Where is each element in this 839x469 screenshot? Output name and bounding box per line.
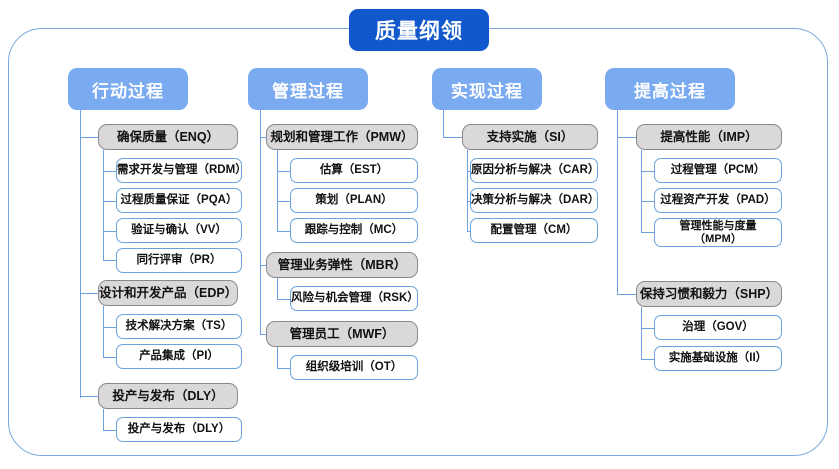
- connector-stub-rdm: [103, 171, 118, 173]
- connector-stub-pad: [641, 201, 656, 203]
- leaf-box-pad[interactable]: 过程资产开发（PAD）: [654, 188, 782, 213]
- connector-stub-ts: [103, 327, 118, 329]
- connector-trunk-col2-g1-children: [277, 150, 279, 231]
- connector-trunk-col4-g1-children: [641, 150, 643, 233]
- leaf-box-dly[interactable]: 投产与发布（DLY）: [116, 417, 242, 442]
- connector-stub-pqa: [103, 201, 118, 203]
- connector-stub-pr: [103, 260, 118, 262]
- leaf-box-est[interactable]: 估算（EST）: [290, 158, 418, 183]
- connector-trunk-col4: [617, 110, 619, 295]
- connector-stub-col1-g2: [80, 293, 100, 295]
- column-header-action-process[interactable]: 行动过程: [68, 68, 188, 110]
- leaf-box-dar[interactable]: 决策分析与解决（DAR）: [470, 188, 599, 213]
- connector-trunk-col1-g2-children: [103, 306, 105, 357]
- connector-stub-pcm: [641, 171, 656, 173]
- leaf-box-ts[interactable]: 技术解决方案（TS）: [116, 314, 242, 339]
- group-box-dly[interactable]: 投产与发布（DLY）: [98, 383, 238, 409]
- connector-trunk-col2-g3-children: [277, 347, 279, 368]
- leaf-box-car[interactable]: 原因分析与解决（CAR）: [470, 158, 599, 183]
- connector-stub-col4-g2: [617, 294, 637, 296]
- leaf-box-ot[interactable]: 组织级培训（OT）: [290, 355, 418, 380]
- leaf-box-rsk[interactable]: 风险与机会管理（RSK）: [290, 286, 419, 311]
- connector-trunk-col1-g1-children: [103, 150, 105, 260]
- connector-stub-pi: [103, 357, 118, 359]
- diagram-title: 质量纲领: [349, 9, 489, 51]
- connector-trunk-col4-g2-children: [641, 307, 643, 359]
- leaf-box-pqa[interactable]: 过程质量保证（PQA）: [116, 188, 242, 213]
- connector-stub-ot: [277, 368, 292, 370]
- connector-stub-vv: [103, 231, 118, 233]
- group-box-enq[interactable]: 确保质量（ENQ）: [98, 124, 238, 150]
- leaf-box-mc[interactable]: 跟踪与控制（MC）: [290, 218, 418, 243]
- connector-stub-dly-child: [103, 430, 118, 432]
- group-box-mwf[interactable]: 管理员工（MWF）: [266, 321, 418, 347]
- connector-stub-mpm: [641, 232, 656, 234]
- leaf-box-mpm[interactable]: 管理性能与度量 （MPM）: [654, 218, 782, 247]
- connector-trunk-col2-g2-children: [277, 278, 279, 299]
- connector-stub-col3-g1: [443, 137, 463, 139]
- leaf-box-rdm[interactable]: 需求开发与管理（RDM）: [116, 158, 247, 183]
- connector-stub-ii: [641, 359, 656, 361]
- leaf-box-pcm[interactable]: 过程管理（PCM）: [654, 158, 782, 183]
- group-box-si[interactable]: 支持实施（SI）: [462, 124, 598, 150]
- connector-stub-col1-g3: [80, 396, 100, 398]
- connector-stub-gov: [641, 328, 656, 330]
- connector-trunk-col3-g1-children: [467, 150, 469, 231]
- connector-trunk-col2: [260, 110, 262, 335]
- leaf-box-pi[interactable]: 产品集成（PI）: [116, 344, 242, 369]
- leaf-box-pr[interactable]: 同行评审（PR）: [116, 248, 242, 273]
- connector-stub-col2-g1: [260, 137, 268, 139]
- connector-stub-rsk: [277, 299, 292, 301]
- group-box-imp[interactable]: 提高性能（IMP）: [636, 124, 782, 150]
- group-box-mbr[interactable]: 管理业务弹性（MBR）: [266, 252, 418, 278]
- connector-stub-col2-g2: [260, 265, 268, 267]
- column-header-management-process[interactable]: 管理过程: [248, 68, 368, 110]
- leaf-box-gov[interactable]: 治理（GOV）: [654, 315, 782, 340]
- connector-trunk-col1: [80, 110, 82, 398]
- column-header-improvement-process[interactable]: 提高过程: [605, 68, 735, 110]
- connector-stub-col2-g3: [260, 334, 268, 336]
- connector-stub-plan: [277, 201, 292, 203]
- leaf-box-cm[interactable]: 配置管理（CM）: [470, 218, 598, 243]
- connector-stub-est: [277, 171, 292, 173]
- group-box-edp[interactable]: 设计和开发产品（EDP）: [98, 280, 238, 306]
- leaf-box-plan[interactable]: 策划（PLAN）: [290, 188, 418, 213]
- group-box-pmw[interactable]: 规划和管理工作（PMW）: [266, 124, 418, 150]
- connector-trunk-col1-g3-children: [103, 409, 105, 430]
- connector-stub-col1-g1: [80, 137, 100, 139]
- connector-stub-col4-g1: [617, 137, 637, 139]
- column-header-realization-process[interactable]: 实现过程: [432, 68, 542, 110]
- connector-stub-mc: [277, 231, 292, 233]
- leaf-box-ii[interactable]: 实施基础设施（II）: [654, 346, 782, 371]
- group-box-shp[interactable]: 保持习惯和毅力（SHP）: [636, 281, 782, 307]
- leaf-box-vv[interactable]: 验证与确认（VV）: [116, 218, 242, 243]
- connector-trunk-col3: [443, 110, 445, 138]
